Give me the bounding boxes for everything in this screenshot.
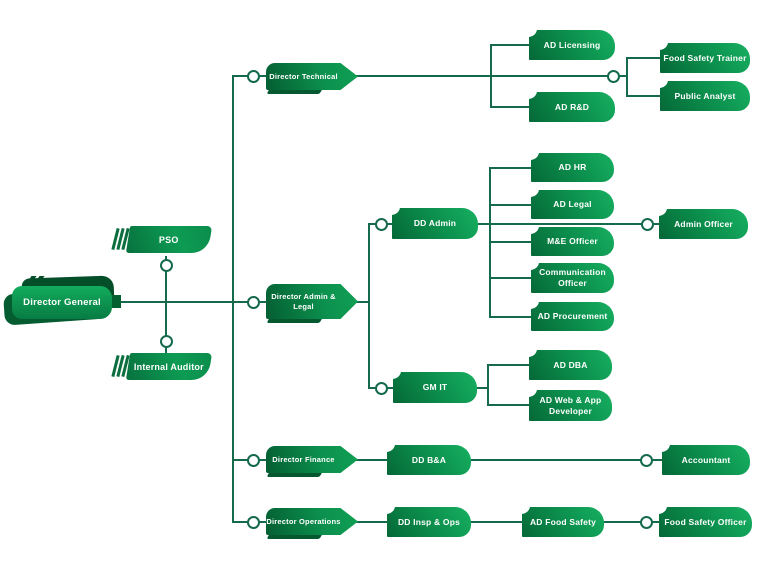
connector-dot (607, 70, 620, 83)
connector-dot (247, 454, 260, 467)
node-label: Director General (23, 297, 101, 308)
node-ad-procurement: AD Procurement (530, 301, 614, 331)
node-ad-food-safety: AD Food Safety (521, 506, 604, 537)
node-body: Director Finance (266, 446, 358, 473)
node-label: AD Legal (553, 199, 592, 210)
node-label: Food Safety Officer (664, 516, 747, 527)
node-label: Admin Officer (674, 218, 733, 229)
node-internal-auditor: Internal Auditor (111, 353, 213, 380)
connector-dot (641, 218, 654, 231)
connector-dot (247, 516, 260, 529)
node-accountant: Accountant (661, 444, 750, 475)
node-body: Internal Auditor (125, 353, 213, 380)
node-admin-officer: Admin Officer (658, 208, 748, 239)
node-pso: PSO (111, 226, 213, 253)
node-body: Director General (12, 286, 112, 319)
node-label: Director Operations (266, 516, 341, 526)
node-label: DD Admin (413, 218, 457, 229)
connector-line (490, 277, 533, 279)
node-ad-legal: AD Legal (530, 189, 614, 219)
connector-line (490, 44, 492, 108)
node-label: AD Procurement (537, 311, 608, 322)
node-label: AD Web & App Developer (539, 394, 602, 416)
connector-dot (375, 218, 388, 231)
node-gm-it: GM IT (392, 371, 477, 403)
connector-dot (640, 454, 653, 467)
node-label: Internal Auditor (134, 361, 204, 372)
node-public-analyst: Public Analyst (659, 80, 750, 111)
connector-dot (247, 70, 260, 83)
connector-line (368, 223, 370, 389)
connector-dot (160, 259, 173, 272)
node-director-admin-legal: Director Admin & Legal (266, 284, 358, 323)
node-ad-web-app-developer: AD Web & App Developer (528, 389, 612, 421)
node-director-operations: Director Operations (266, 508, 358, 539)
connector-dot (160, 335, 173, 348)
connector-line (491, 106, 531, 108)
connector-line (477, 387, 489, 389)
node-label: Director Finance (272, 454, 335, 464)
node-label: AD DBA (553, 359, 588, 370)
connector-line (603, 521, 661, 523)
node-dd-admin: DD Admin (391, 207, 478, 239)
node-body: Director Admin & Legal (266, 284, 358, 319)
connector-dot (247, 296, 260, 309)
connector-line (112, 301, 270, 303)
node-director-general: Director General (3, 275, 121, 326)
node-director-technical: Director Technical (266, 63, 358, 94)
node-food-safety-trainer: Food Safety Trainer (659, 42, 750, 73)
node-dd-insp-ops: DD Insp & Ops (386, 506, 471, 537)
node-body: Director Technical (266, 63, 358, 90)
connector-line (488, 404, 531, 406)
node-label: Director Technical (269, 71, 338, 81)
node-label: AD HR (558, 162, 587, 173)
node-label: GM IT (422, 382, 448, 393)
node-label: Director Admin & Legal (271, 292, 336, 311)
connector-line (488, 364, 531, 366)
node-label: PSO (159, 234, 179, 245)
connector-dot (640, 516, 653, 529)
node-ad-licensing: AD Licensing (528, 29, 615, 60)
badge-tab (111, 295, 121, 308)
node-label: DD Insp & Ops (397, 516, 461, 527)
node-label: Communication Officer (539, 267, 606, 288)
connector-line (478, 223, 662, 225)
connector-dot (375, 382, 388, 395)
node-label: Accountant (681, 454, 731, 465)
connector-line (470, 521, 524, 523)
connector-line (232, 75, 234, 523)
node-body: Director Operations (266, 508, 358, 535)
node-me-officer: M&E Officer (530, 226, 614, 256)
connector-line (352, 521, 389, 523)
node-label: AD R&D (554, 101, 590, 112)
connector-line (352, 459, 389, 461)
connector-line (165, 256, 167, 353)
connector-line (490, 316, 533, 318)
connector-line (491, 44, 531, 46)
node-ad-hr: AD HR (530, 152, 614, 182)
node-label: M&E Officer (547, 236, 598, 247)
node-label: AD Licensing (543, 39, 601, 50)
connector-line (487, 364, 489, 406)
connector-line (352, 301, 370, 303)
node-label: Food Safety Trainer (663, 52, 747, 63)
connector-line (490, 204, 533, 206)
connector-line (627, 57, 662, 59)
connector-line (627, 95, 662, 97)
connector-line (626, 57, 628, 97)
node-ad-rd: AD R&D (528, 91, 615, 122)
connector-line (490, 167, 533, 169)
node-dd-ba: DD B&A (386, 444, 471, 475)
node-label: AD Food Safety (529, 516, 597, 527)
node-body: PSO (125, 226, 213, 253)
connector-line (490, 241, 533, 243)
node-ad-dba: AD DBA (528, 349, 612, 380)
node-food-safety-officer: Food Safety Officer (658, 506, 752, 537)
node-director-finance: Director Finance (266, 446, 358, 477)
node-label: Public Analyst (674, 90, 736, 101)
connector-line (470, 459, 664, 461)
node-communication-officer: Communication Officer (530, 262, 614, 293)
node-label: DD B&A (411, 454, 447, 465)
